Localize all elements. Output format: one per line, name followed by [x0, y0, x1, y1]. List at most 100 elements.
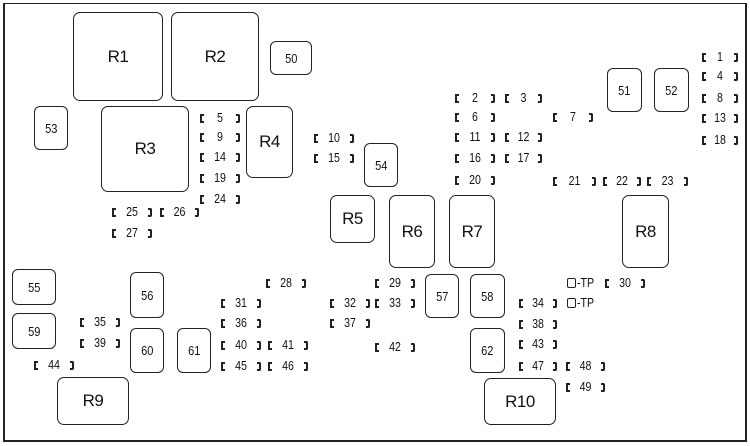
fuse-bracket-right: [538, 132, 542, 142]
fuse-34: 34: [519, 296, 557, 310]
fuse-label: 39: [94, 336, 106, 350]
fuse-bracket-left: [221, 340, 225, 350]
fuse-bracket-left: [702, 52, 706, 62]
fuse-bracket-left: [519, 339, 523, 349]
fuse-label: 23: [661, 174, 674, 188]
mini-fuse: 51: [607, 68, 642, 112]
fuse-bracket-right: [553, 361, 557, 371]
fuse-bracket-left: [266, 278, 270, 288]
fuse-bracket-right: [684, 176, 688, 186]
fuse-26: 26: [160, 205, 199, 219]
fuse-bracket-right: [366, 298, 370, 308]
fuse-label: 13: [714, 111, 726, 125]
fuse-bracket-left: [505, 132, 509, 142]
fuse-17: 17: [505, 151, 542, 165]
fuse-label: 43: [532, 337, 544, 351]
fuse-32: 32: [330, 296, 370, 310]
fuse-bracket-left: [268, 340, 272, 350]
fuse-37: 37: [330, 316, 370, 330]
fuse-label: 7: [570, 110, 576, 124]
relay-4: R4: [246, 106, 293, 178]
fuse-bracket-left: [605, 278, 609, 288]
fuse-bracket-left: [455, 93, 459, 103]
relay-label: R1: [107, 46, 129, 66]
fuse-bracket-right: [538, 153, 542, 163]
fuse-label: 44: [48, 358, 60, 372]
test-point: -TP: [567, 296, 597, 310]
test-point-icon: [567, 278, 576, 288]
fuse-bracket-right: [257, 318, 261, 328]
mini-fuse-label: 61: [187, 343, 201, 358]
fuse-label: 31: [235, 296, 247, 310]
fuse-bracket-left: [112, 207, 116, 217]
fuse-bracket-right: [538, 93, 542, 103]
fuse-label: 17: [517, 151, 530, 165]
mini-fuse: 57: [425, 274, 459, 318]
fuse-18: 18: [702, 133, 738, 147]
fuse-label: 15: [328, 151, 340, 165]
fuse-bracket-left: [221, 318, 225, 328]
fuse-bracket-left: [80, 317, 84, 327]
fuse-38: 38: [519, 317, 557, 331]
fuse-bracket-right: [236, 113, 240, 123]
relay-label: R3: [134, 139, 156, 158]
fuse-bracket-right: [734, 52, 738, 62]
fuse-label: 37: [344, 316, 356, 330]
fuse-21: 21: [553, 174, 596, 188]
mini-fuse: 61: [177, 328, 211, 373]
fuse-33: 33: [375, 296, 415, 310]
relay-label: R10: [505, 391, 535, 411]
fuse-label: 33: [389, 296, 401, 310]
fuse-bracket-right: [236, 152, 240, 162]
relay-label: R9: [82, 391, 104, 410]
mini-fuse: 55: [12, 269, 56, 305]
mini-fuse: 62: [470, 328, 505, 373]
fuse-bracket-left: [221, 361, 225, 371]
fuse-label: 46: [282, 359, 294, 373]
relay-label: R4: [259, 132, 280, 151]
fuse-4: 4: [702, 69, 738, 83]
fuse-label: 19: [214, 171, 226, 185]
mini-fuse-label: 59: [27, 323, 41, 339]
fuse-bracket-left: [112, 228, 116, 238]
fuse-bracket-left: [519, 319, 523, 329]
fuse-bracket-right: [148, 228, 152, 238]
fuse-bracket-left: [268, 361, 272, 371]
fuse-bracket-right: [491, 132, 495, 142]
fuse-bracket-right: [601, 361, 605, 371]
fuse-bracket-right: [302, 278, 306, 288]
fuse-bracket-left: [375, 342, 379, 352]
fuse-1: 1: [702, 50, 738, 64]
mini-fuse-label: 54: [374, 157, 388, 173]
fuse-label: 38: [532, 317, 544, 331]
relay-5: R5: [330, 195, 375, 243]
relay-6: R6: [389, 195, 435, 268]
fuse-bracket-right: [491, 175, 495, 185]
fuse-bracket-right: [553, 298, 557, 308]
fuse-bracket-left: [330, 298, 334, 308]
fuse-bracket-left: [553, 112, 557, 122]
mini-fuse: 59: [12, 313, 56, 349]
fuse-45: 45: [221, 359, 261, 373]
fuse-bracket-left: [375, 298, 379, 308]
fuse-bracket-left: [702, 93, 706, 103]
fuse-22: 22: [603, 174, 641, 188]
fuse-bracket-right: [257, 298, 261, 308]
fuse-46: 46: [268, 359, 308, 373]
fuse-label: 22: [616, 174, 628, 188]
fuse-44: 44: [34, 358, 74, 372]
fuse-bracket-left: [200, 152, 204, 162]
fuse-15: 15: [314, 151, 354, 165]
relay-10: R10: [484, 378, 556, 425]
fuse-label: 49: [579, 380, 592, 394]
fuse-label: 1: [717, 50, 723, 64]
fuse-label: 27: [126, 226, 138, 240]
fuse-label: 11: [469, 130, 481, 144]
fuse-bracket-right: [411, 298, 415, 308]
fuse-label: 14: [214, 150, 226, 164]
fuse-bracket-right: [236, 132, 240, 142]
mini-fuse: 60: [130, 328, 164, 373]
fuse-label: 29: [389, 276, 401, 290]
test-point-label: -TP: [577, 276, 595, 290]
fuse-label: 8: [717, 91, 723, 105]
